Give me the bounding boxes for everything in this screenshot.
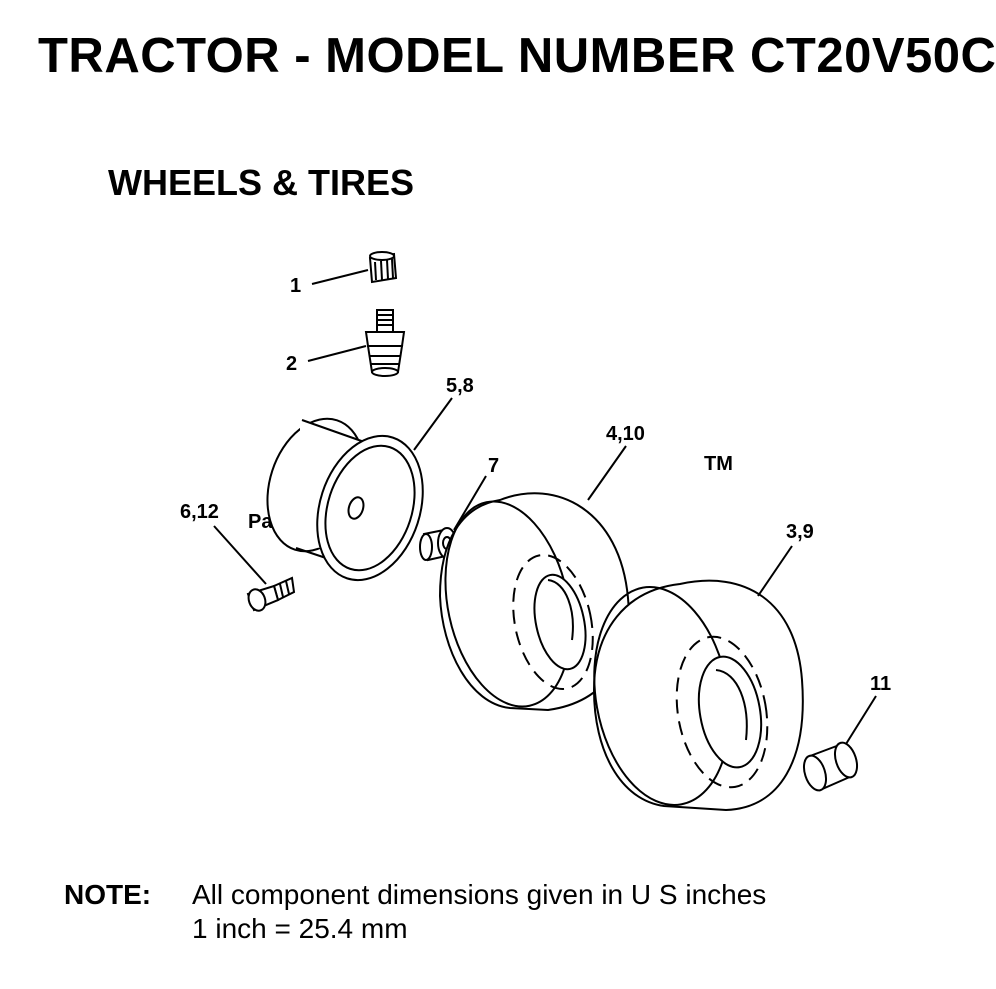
exploded-parts-diagram: PartsTree TM 1 2 5,8	[180, 251, 891, 816]
front-tire-part[interactable]	[428, 490, 630, 718]
section-title: WHEELS & TIRES	[108, 162, 415, 203]
callout-leader-5-8	[413, 397, 453, 451]
callout-label-6-12: 6,12	[180, 501, 219, 523]
callout-label-3-9: 3,9	[786, 521, 814, 543]
rim-part[interactable]	[251, 406, 440, 594]
bolt-part[interactable]	[246, 576, 296, 613]
note-line-1: All component dimensions given in U S in…	[192, 879, 767, 910]
callout-leader-11	[845, 695, 877, 745]
callout-leader-4-10	[587, 445, 627, 501]
callout-leader-1	[311, 269, 369, 285]
callout-leader-2	[307, 345, 367, 362]
callout-label-4-10: 4,10	[606, 423, 645, 445]
callout-label-2: 2	[286, 353, 297, 375]
callout-label-1: 1	[290, 275, 301, 297]
callout-leader-7	[453, 475, 487, 531]
valve-cap-part[interactable]	[368, 251, 398, 284]
callout-label-5-8: 5,8	[446, 375, 474, 397]
note-line-2: 1 inch = 25.4 mm	[192, 913, 408, 944]
rear-tire-part[interactable]	[578, 576, 804, 816]
callout-leader-6-12	[213, 525, 267, 585]
valve-stem-part[interactable]	[364, 309, 406, 377]
callout-leader-3-9	[757, 545, 793, 597]
callout-label-11: 11	[870, 673, 891, 695]
bushing-part[interactable]	[800, 740, 861, 793]
watermark-tm: TM	[704, 453, 733, 475]
page-title: TRACTOR - MODEL NUMBER CT20V50C	[38, 29, 996, 83]
callout-label-7: 7	[488, 455, 499, 477]
note-label: NOTE:	[64, 879, 152, 910]
